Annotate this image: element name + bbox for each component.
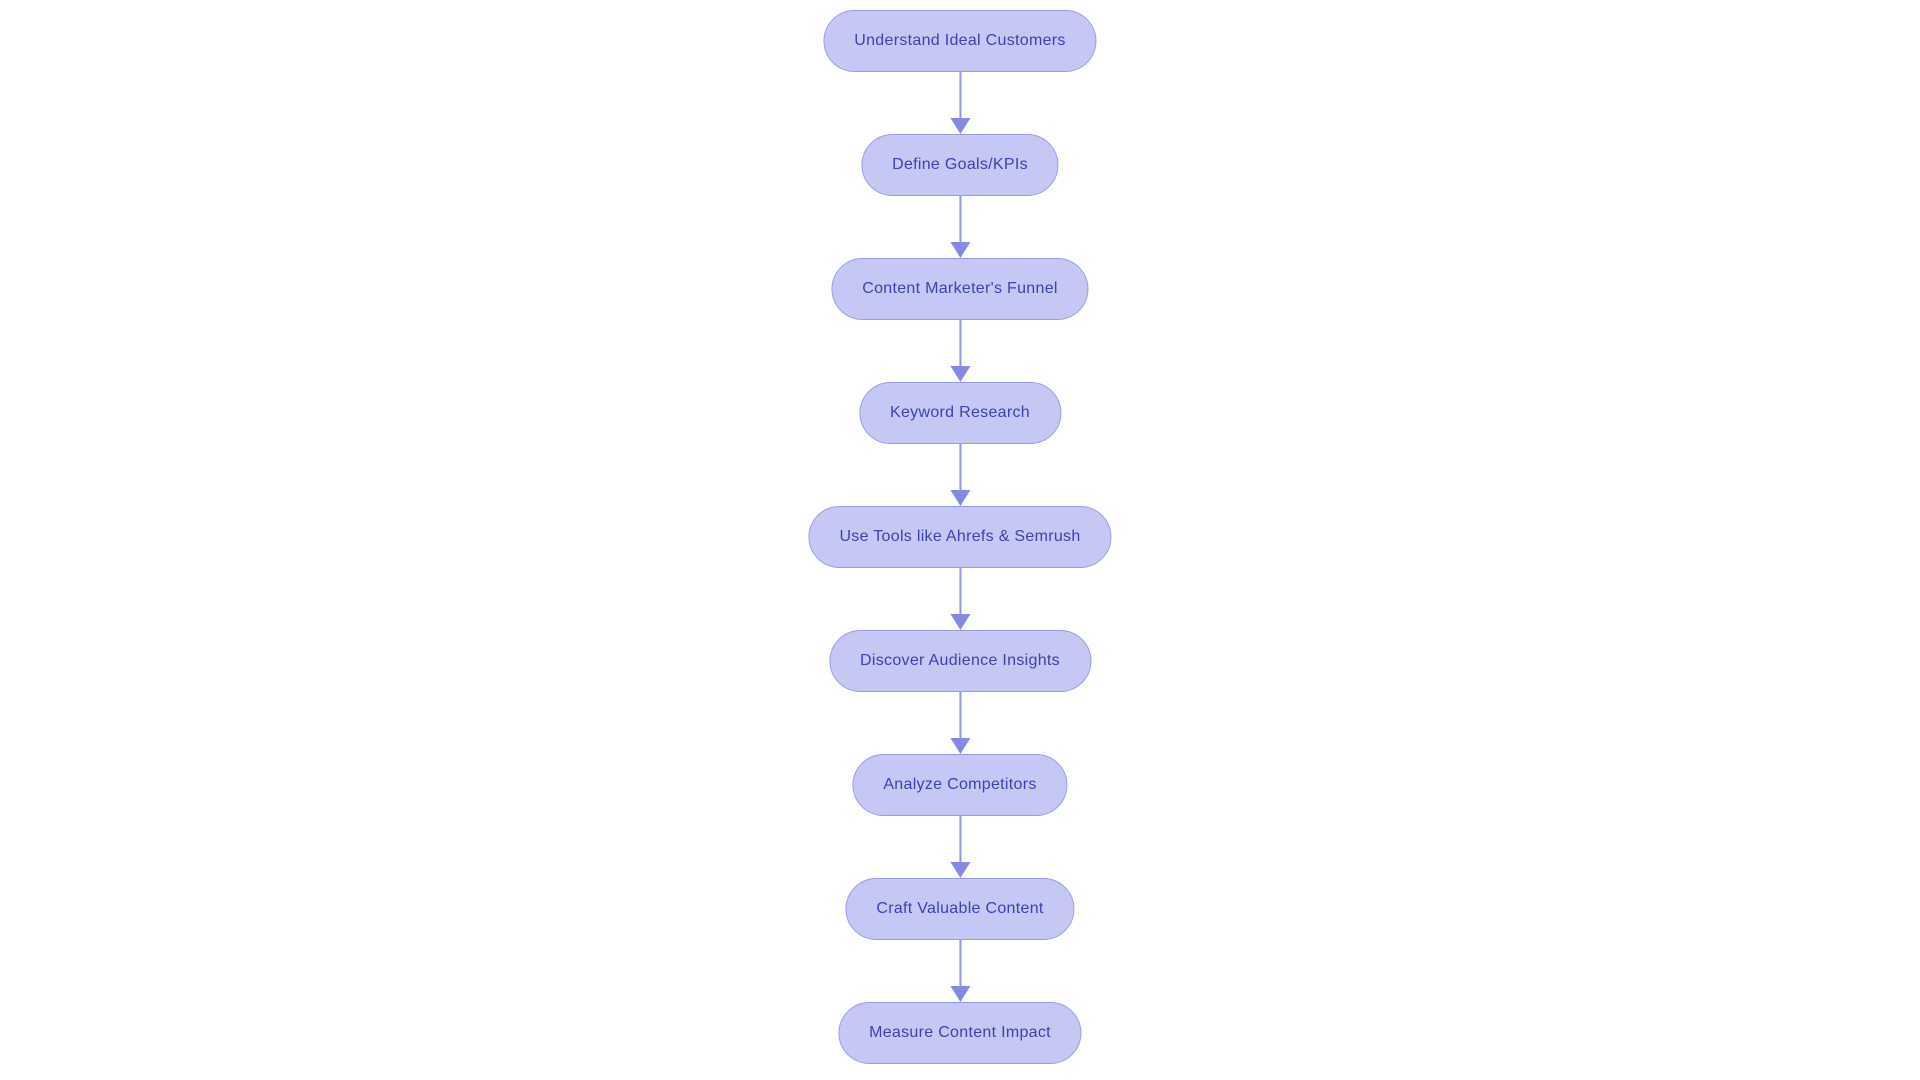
arrow-line <box>958 196 961 242</box>
flow-node-discover-audience-insights: Discover Audience Insights <box>829 630 1091 692</box>
flow-node-label: Craft Valuable Content <box>876 900 1044 917</box>
flow-arrow <box>949 320 970 382</box>
arrow-head-icon <box>949 118 970 134</box>
flow-node-define-goals-kpis: Define Goals/KPIs <box>861 134 1059 196</box>
flow-node-understand-ideal-customers: Understand Ideal Customers <box>823 10 1097 72</box>
arrow-line <box>958 568 961 614</box>
flow-node-label: Content Marketer's Funnel <box>862 280 1058 297</box>
flow-node-use-tools-ahrefs-semrush: Use Tools like Ahrefs & Semrush <box>808 506 1112 568</box>
arrow-head-icon <box>949 366 970 382</box>
flow-arrow <box>949 196 970 258</box>
flow-node-measure-content-impact: Measure Content Impact <box>838 1002 1082 1064</box>
arrow-head-icon <box>949 490 970 506</box>
flow-arrow <box>949 444 970 506</box>
flowchart: Understand Ideal Customers Define Goals/… <box>808 10 1112 1064</box>
flow-node-analyze-competitors: Analyze Competitors <box>852 754 1068 816</box>
arrow-line <box>958 692 961 738</box>
flow-arrow <box>949 692 970 754</box>
arrow-line <box>958 72 961 118</box>
flow-node-label: Analyze Competitors <box>883 776 1037 793</box>
flow-arrow <box>949 72 970 134</box>
arrow-head-icon <box>949 614 970 630</box>
flow-arrow <box>949 940 970 1002</box>
flow-node-label: Discover Audience Insights <box>860 652 1060 669</box>
arrow-line <box>958 320 961 366</box>
flow-node-label: Understand Ideal Customers <box>854 32 1066 49</box>
flow-node-content-marketers-funnel: Content Marketer's Funnel <box>831 258 1089 320</box>
flow-node-keyword-research: Keyword Research <box>859 382 1061 444</box>
arrow-head-icon <box>949 242 970 258</box>
arrow-line <box>958 444 961 490</box>
flow-node-label: Define Goals/KPIs <box>892 156 1028 173</box>
arrow-head-icon <box>949 738 970 754</box>
arrow-line <box>958 816 961 862</box>
flow-node-label: Keyword Research <box>890 404 1030 421</box>
flow-node-craft-valuable-content: Craft Valuable Content <box>845 878 1075 940</box>
flow-arrow <box>949 568 970 630</box>
arrow-head-icon <box>949 986 970 1002</box>
arrow-line <box>958 940 961 986</box>
flow-node-label: Measure Content Impact <box>869 1024 1051 1041</box>
flow-node-label: Use Tools like Ahrefs & Semrush <box>839 528 1081 545</box>
arrow-head-icon <box>949 862 970 878</box>
flow-arrow <box>949 816 970 878</box>
